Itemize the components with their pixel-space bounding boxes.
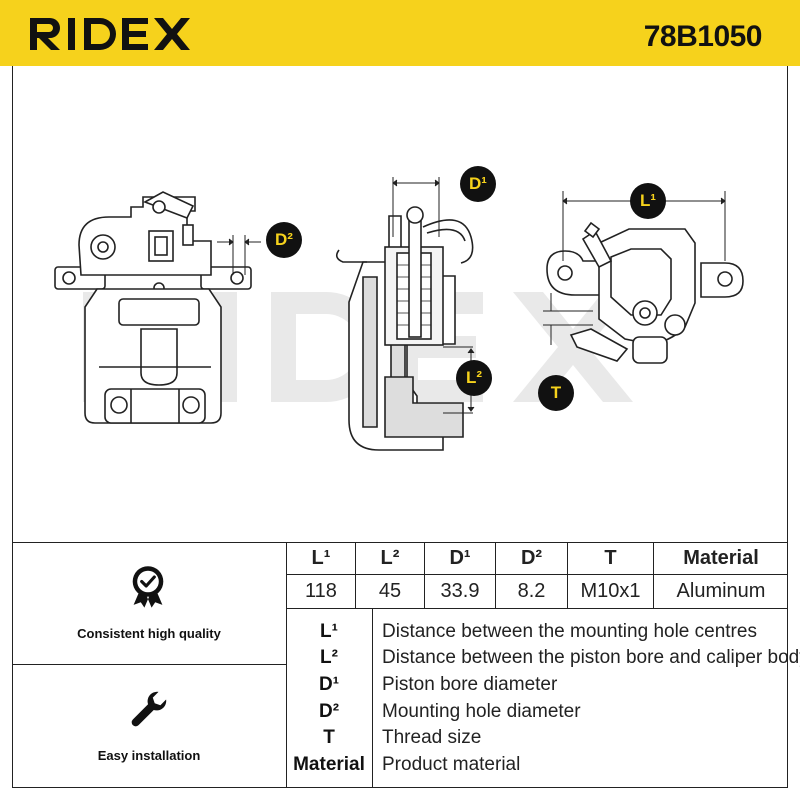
spec-header-material: Material (683, 547, 759, 569)
d2-dimension-lines (217, 235, 261, 275)
spec-value-l2: 45 (378, 580, 402, 602)
part-number: 78B1050 (643, 20, 763, 53)
spec-header-d2: D² (520, 547, 543, 569)
callout-l1: L¹ (630, 183, 666, 219)
spec-bottom-border (286, 608, 788, 609)
spec-value-material: Aluminum (676, 580, 766, 602)
col-divider-4 (567, 542, 568, 608)
col-divider-1 (355, 542, 356, 608)
spec-header-t: T (604, 547, 617, 569)
caliper-drawing (54, 177, 744, 451)
legend-description-material: Product material (382, 754, 521, 775)
feature-divider (12, 664, 286, 665)
spec-row-divider (286, 574, 788, 575)
ridex-logo (30, 18, 190, 50)
spec-value-t: M10x1 (580, 580, 641, 602)
legend-description-l2: Distance between the piston bore and cal… (382, 647, 800, 668)
spec-value-d2: 8.2 (517, 580, 546, 602)
callout-t: T (538, 375, 574, 411)
spec-value-d1: 33.9 (440, 580, 480, 602)
table-top-border (12, 542, 788, 543)
legend-symbol-t: T (323, 727, 335, 748)
legend-symbol-l1: L¹ (320, 621, 338, 642)
legend-symbol-d1: D¹ (318, 674, 340, 695)
legend-symbol-d2: D² (318, 701, 340, 722)
header-bar: 78B1050 (0, 0, 800, 66)
col-divider-5 (653, 542, 654, 608)
spec-value-l1: 118 (305, 580, 337, 602)
feature-label-installation: Easy installation (97, 748, 201, 763)
caliper-side-view (546, 221, 744, 364)
feature-label-quality: Consistent high quality (77, 626, 221, 641)
spec-header-l2: L² (380, 547, 400, 569)
legend-description-d2: Mounting hole diameter (382, 701, 581, 722)
table-left-divider (286, 542, 287, 788)
legend-description-t: Thread size (382, 727, 482, 748)
quality-badge-icon (132, 566, 164, 608)
legend-symbol-material: Material (293, 754, 365, 775)
caliper-front-view (54, 191, 252, 424)
spec-header-l1: L¹ (311, 547, 331, 569)
content-frame (12, 66, 788, 788)
legend-divider (372, 608, 373, 788)
col-divider-3 (495, 542, 496, 608)
legend-description-d1: Piston bore diameter (382, 674, 558, 695)
col-divider-2 (424, 542, 425, 608)
callout-d1: D¹ (460, 166, 496, 202)
legend-symbol-l2: L² (320, 647, 338, 668)
wrench-icon (131, 691, 167, 727)
callout-d2: D² (266, 222, 302, 258)
d1-l2-dimension-lines (392, 177, 475, 414)
callout-l2: L² (456, 360, 492, 396)
spec-header-d1: D¹ (449, 547, 471, 569)
caliper-section-view (335, 206, 474, 451)
legend-description-l1: Distance between the mounting hole centr… (382, 621, 757, 642)
